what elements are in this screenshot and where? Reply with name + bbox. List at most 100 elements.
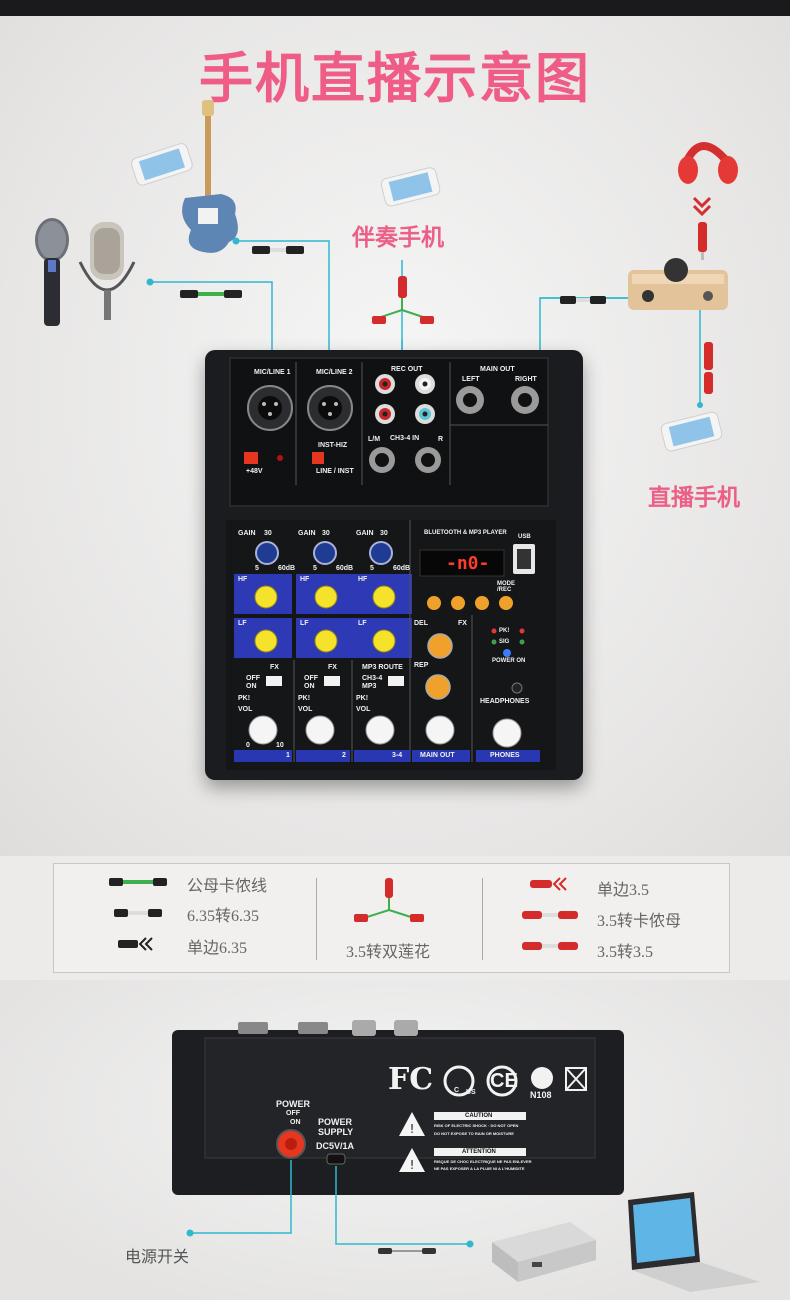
- ch34-label: 3-4: [392, 752, 403, 759]
- on-label-2: ON: [304, 683, 315, 690]
- rec-out-rca: [375, 374, 435, 394]
- ch34-jacks: [369, 447, 441, 473]
- legend-divider: [482, 878, 483, 960]
- legend-icons: [109, 877, 578, 951]
- gain-knob-2: [313, 541, 337, 565]
- caution-text: RISK OF ELECTRIC SHOCK · DO NOT OPEN: [434, 1123, 519, 1128]
- phones-label: PHONES: [490, 752, 520, 759]
- rep-label: REP: [414, 662, 429, 669]
- back-on-label: ON: [290, 1119, 301, 1126]
- hf-label-1: HF: [238, 576, 248, 583]
- route-mp3-label: MP3: [362, 683, 377, 690]
- main-out-jacks: [456, 386, 539, 414]
- gain-scale-min-2: 5: [313, 565, 317, 572]
- fx-label-2: FX: [328, 664, 337, 671]
- gain-knob-3: [369, 541, 393, 565]
- gain-scale-max-3: 60dB: [393, 565, 411, 572]
- gain-scale-min-1: 5: [255, 565, 259, 572]
- mic-line-2-label: MIC/LINE 2: [316, 369, 353, 376]
- pk-label-2: PK!: [298, 695, 311, 702]
- electric-guitar-icon: [182, 100, 238, 253]
- lf-label-2: LF: [300, 620, 309, 627]
- chevron-down-icon: [692, 196, 712, 217]
- phantom-label: +48V: [246, 468, 263, 475]
- caution-text-2: DO NOT EXPOSE TO RAIN OR MOISTURE: [434, 1131, 514, 1136]
- red-jack-plug-icon: [704, 342, 713, 394]
- right-label: RIGHT: [515, 376, 537, 383]
- hf-label-2: HF: [300, 576, 310, 583]
- line-inst-label: LINE / INST: [316, 468, 354, 475]
- sig-led-label: SIG: [499, 639, 510, 645]
- pk-label-1: PK!: [238, 695, 251, 702]
- sound-card-icon: [628, 258, 728, 310]
- fx-label-1: FX: [270, 664, 279, 671]
- vol-scale-min: 0: [246, 742, 250, 749]
- legend-divider: [316, 878, 317, 960]
- accompaniment-phone-label: 伴奏手机: [352, 225, 444, 251]
- line-inst-button: [312, 452, 324, 464]
- attention-label: ATTENTION: [462, 1149, 496, 1155]
- gain-scale-max-1: 60dB: [278, 565, 296, 572]
- usb-label: USB: [518, 534, 531, 540]
- rec-in-rca: [375, 404, 435, 424]
- caution-label: CAUTION: [465, 1113, 493, 1119]
- combo-jack-2: [307, 385, 353, 431]
- del-label: DEL: [414, 620, 428, 627]
- gain-scale-max-2: 60dB: [336, 565, 354, 572]
- headphones-label: HEADPHONES: [480, 698, 530, 705]
- ch2-label: 2: [342, 752, 346, 759]
- mic-line-1-label: MIC/LINE 1: [254, 369, 291, 376]
- live-phone-label: 直播手机: [648, 485, 740, 511]
- headphones-icon: [678, 142, 738, 184]
- dc-spec-label: DC5V/1A: [316, 1141, 355, 1151]
- ch34-in-label: CH3-4 IN: [390, 435, 420, 442]
- power-supply-label: POWER SUPPLY: [318, 1117, 354, 1137]
- phone-icon: [380, 167, 441, 207]
- hf-label-3: HF: [358, 576, 368, 583]
- gain-scale-min-3: 5: [370, 565, 374, 572]
- gain-scale-top-3: 30: [380, 530, 388, 537]
- route-ch34-label: CH3-4: [362, 675, 383, 682]
- vol-label-3: VOL: [356, 706, 371, 713]
- gain-scale-top-2: 30: [322, 530, 330, 537]
- lm-label: L/M: [368, 436, 381, 443]
- mode-rec-label: MODE /REC: [497, 581, 515, 593]
- legend-single-635: 单边6.35: [187, 940, 248, 957]
- legend-35-to-rca: 3.5转双莲花: [346, 944, 431, 961]
- top-bar: [0, 0, 790, 16]
- gain-scale-top-1: 30: [264, 530, 272, 537]
- rca-splitter-cable-icon: [372, 276, 434, 324]
- off-label-2: OFF: [304, 675, 318, 682]
- pk-led-label: PK!: [499, 628, 510, 634]
- phone-icon: [660, 411, 723, 452]
- fc-logo: FC: [388, 1062, 434, 1097]
- inst-hiz-label: INST-HIZ: [318, 442, 348, 449]
- legend-635-to-635: 6.35转6.35: [187, 908, 260, 925]
- laptop-icon: [628, 1192, 760, 1292]
- legend-35-to-xlr: 3.5转卡侬母: [597, 913, 682, 930]
- legend-single-35: 单边3.5: [597, 882, 650, 899]
- ce-logo: CE: [490, 1070, 518, 1092]
- main-out-label: MAIN OUT: [420, 752, 455, 759]
- power-label: POWER: [276, 1099, 311, 1109]
- off-label-1: OFF: [246, 675, 260, 682]
- rec-out-label: REC OUT: [391, 366, 423, 373]
- svg-text:!: !: [410, 1122, 415, 1136]
- jack-cable-icon: [560, 296, 606, 304]
- red-jack-plug-icon: [698, 222, 707, 260]
- bt-player-label: BLUETOOTH & MP3 PLAYER: [424, 530, 507, 536]
- lf-label-1: LF: [238, 620, 247, 627]
- jack-cable-icon: [252, 246, 304, 254]
- guitar-cable-line: [236, 240, 330, 388]
- dc-jack: [326, 1153, 346, 1165]
- attention-text-2: NE PAS EXPOSER A LA PLUIE NI A L'HUMIDIT…: [434, 1166, 525, 1171]
- back-off-label: OFF: [286, 1110, 300, 1117]
- csa-us-label: US: [466, 1089, 476, 1096]
- left-label: LEFT: [462, 376, 480, 383]
- pk-label-3: PK!: [356, 695, 369, 702]
- mp3-route-label: MP3 ROUTE: [362, 664, 403, 671]
- xlr-cable-icon: [180, 290, 242, 298]
- vol-scale-max: 10: [276, 742, 284, 749]
- combo-jack-1: [247, 385, 293, 431]
